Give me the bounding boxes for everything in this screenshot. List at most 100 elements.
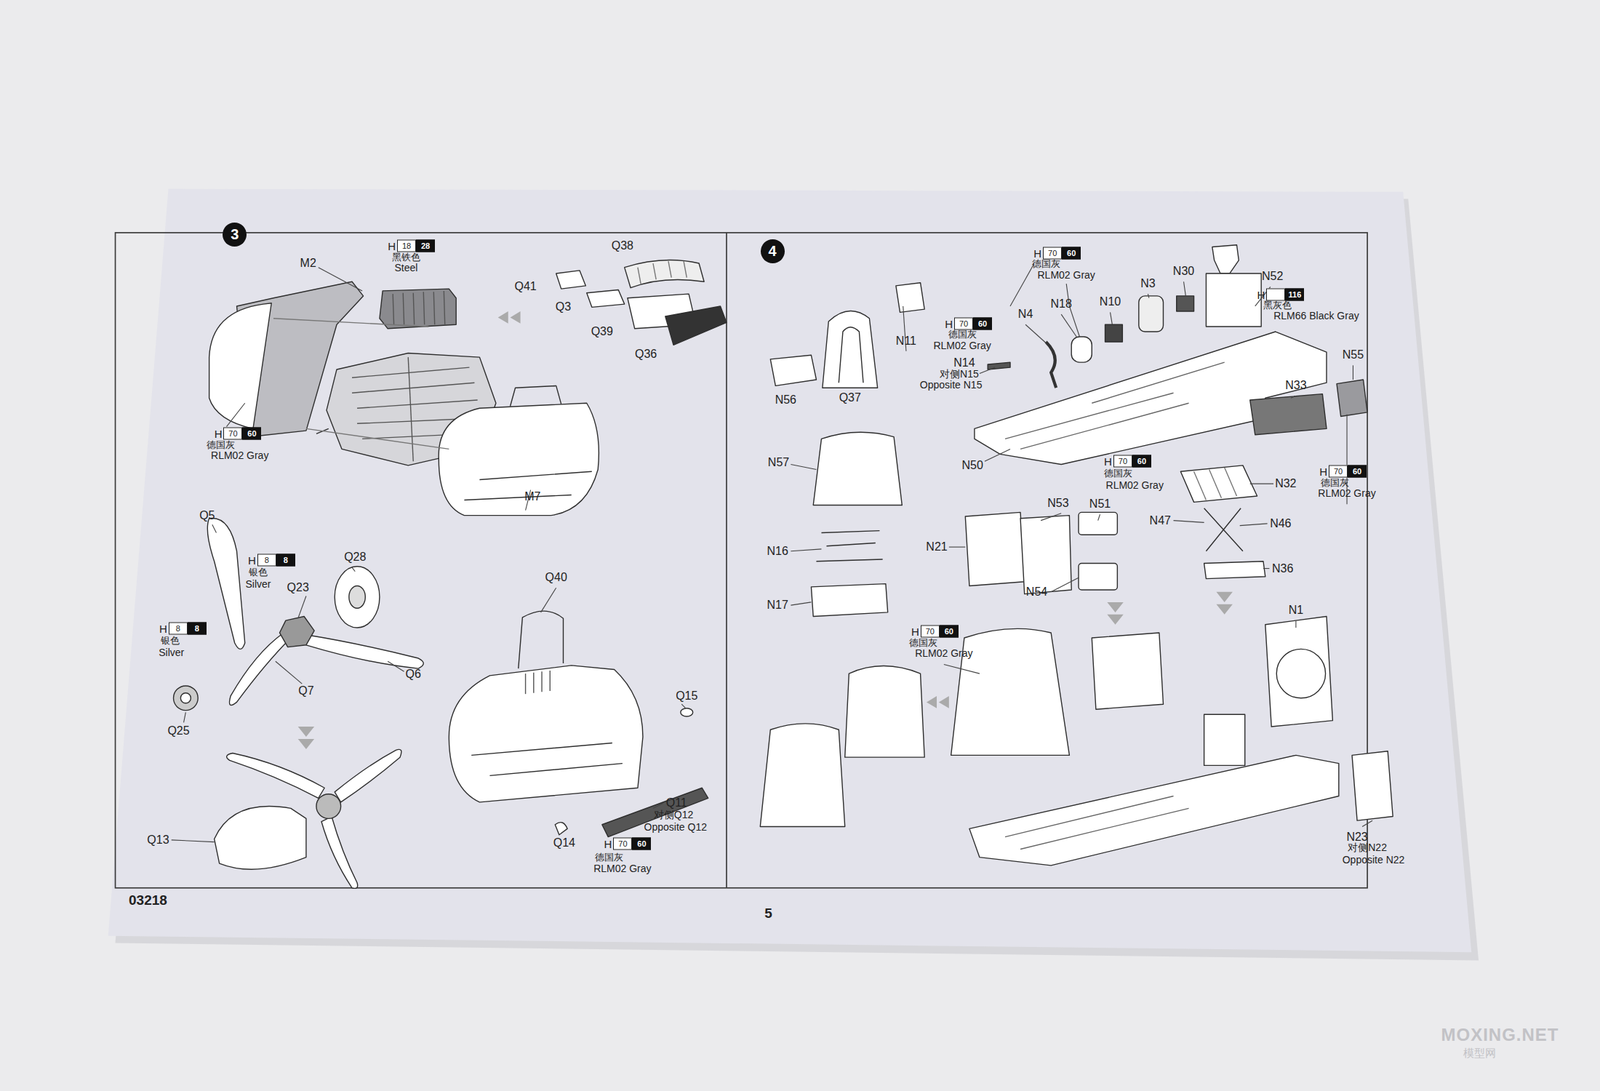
watermark: 模型网 xyxy=(1463,1047,1496,1060)
part-number: N52 xyxy=(1261,269,1283,283)
step-number: 4 xyxy=(760,239,785,264)
part-number: N18 xyxy=(1050,297,1072,311)
paint-number: 70 xyxy=(223,427,243,440)
paint-name: 银色 xyxy=(248,567,268,578)
paint-number: 70 xyxy=(1042,246,1062,259)
paint-number: 60 xyxy=(1061,246,1081,259)
part-number: Q7 xyxy=(298,684,314,698)
part-number: Q36 xyxy=(634,347,657,361)
part-number: Q39 xyxy=(591,325,614,339)
paint-number: 8 xyxy=(257,554,277,567)
paint-name: Silver xyxy=(245,578,271,590)
part-number: Q40 xyxy=(545,570,568,584)
paint-brand: H xyxy=(159,622,168,635)
part-number: N23 xyxy=(1346,830,1368,844)
paint-name: RLM02 Gray xyxy=(1317,488,1376,499)
part-number: M7 xyxy=(524,490,541,504)
part-number: N10 xyxy=(1099,296,1121,310)
part-number: Q5 xyxy=(199,509,215,523)
paint-name: RLM02 Gray xyxy=(914,648,973,660)
paint-brand: H xyxy=(387,240,396,253)
paint-name: RLM66 Black Gray xyxy=(1273,310,1359,322)
paint-brand: H xyxy=(248,554,256,567)
paint-code: H7060 xyxy=(604,837,652,851)
paint-name: 对侧N15 xyxy=(939,368,979,380)
paint-brand: H xyxy=(1319,465,1328,478)
part-number: N57 xyxy=(768,456,790,470)
part-number: N36 xyxy=(1272,562,1294,576)
paint-number: 8 xyxy=(168,622,188,635)
part-number: N11 xyxy=(896,334,917,348)
part-number: Q6 xyxy=(405,668,422,682)
paint-number: 60 xyxy=(632,837,651,851)
paint-name: 德国灰 xyxy=(1032,258,1061,270)
paint-number: 8 xyxy=(187,622,207,635)
paint-name: Opposite Q12 xyxy=(644,821,707,833)
paint-number: 70 xyxy=(1113,455,1133,468)
part-number: N21 xyxy=(925,540,947,554)
paint-name: 德国灰 xyxy=(594,851,624,862)
paint-brand: H xyxy=(1104,455,1112,468)
part-number: N3 xyxy=(1140,277,1155,291)
part-number: Q3 xyxy=(555,301,571,315)
paint-number: 60 xyxy=(1347,465,1367,478)
part-number: N55 xyxy=(1342,348,1364,362)
page-number: 5 xyxy=(764,905,773,921)
paint-number: 60 xyxy=(1132,455,1152,468)
paint-brand: H xyxy=(1033,246,1042,259)
part-number: Q41 xyxy=(514,280,536,294)
part-number: N14 xyxy=(953,357,975,371)
part-number: N50 xyxy=(961,458,983,472)
paint-code: H7060 xyxy=(214,427,262,440)
paint-brand: H xyxy=(214,427,223,440)
paint-name: 对侧Q12 xyxy=(653,809,694,821)
step-number-text: 4 xyxy=(768,242,777,260)
paint-name: 德国灰 xyxy=(948,329,977,340)
paint-brand: H xyxy=(604,837,613,851)
part-number: N32 xyxy=(1274,477,1296,491)
paint-code: H7060 xyxy=(1033,246,1081,259)
paint-number: 70 xyxy=(1328,465,1348,478)
paint-name: 对侧N22 xyxy=(1347,842,1387,854)
paint-code: H7060 xyxy=(944,317,992,330)
paint-name: Steel xyxy=(394,262,418,274)
part-number: Q11 xyxy=(666,796,688,810)
paint-code: H1828 xyxy=(387,240,435,253)
paint-name: 黑铁色 xyxy=(392,251,421,262)
paint-name: Opposite N15 xyxy=(920,380,983,392)
part-number: Q13 xyxy=(146,833,169,847)
paint-name: RLM02 Gray xyxy=(210,450,269,462)
part-number: Q38 xyxy=(611,239,634,253)
part-number: N54 xyxy=(1026,585,1048,599)
part-number: N30 xyxy=(1173,264,1195,278)
paint-name: 银色 xyxy=(160,635,180,646)
part-number: N51 xyxy=(1089,497,1111,511)
paint-name: 德国灰 xyxy=(1320,477,1350,488)
paint-number: 70 xyxy=(613,837,632,851)
part-number: N16 xyxy=(766,544,788,558)
part-number: N33 xyxy=(1285,379,1307,393)
page-number: 03218 xyxy=(128,892,168,908)
paint-code: H7060 xyxy=(911,625,959,638)
paint-number: 60 xyxy=(939,625,959,638)
part-number: N46 xyxy=(1269,517,1291,531)
paint-name: 德国灰 xyxy=(206,440,235,451)
part-number: M2 xyxy=(300,256,317,270)
paint-name: 黑灰色 xyxy=(1263,299,1292,310)
paint-number: 70 xyxy=(920,625,940,638)
part-number: N56 xyxy=(775,393,797,407)
step-number-text: 3 xyxy=(230,226,239,243)
paint-brand: H xyxy=(911,625,920,638)
part-number: Q28 xyxy=(344,550,366,564)
part-number: N47 xyxy=(1149,514,1171,528)
part-number: N1 xyxy=(1288,603,1304,617)
paint-number: 8 xyxy=(276,554,296,567)
part-number: Q15 xyxy=(675,689,698,703)
paint-number: 70 xyxy=(954,317,974,330)
part-number: Q25 xyxy=(167,724,190,738)
watermark: MOXING.NET xyxy=(1440,1025,1559,1045)
part-number: N53 xyxy=(1047,496,1069,510)
paint-code: H88 xyxy=(248,554,296,567)
paint-name: RLM02 Gray xyxy=(1037,269,1096,281)
